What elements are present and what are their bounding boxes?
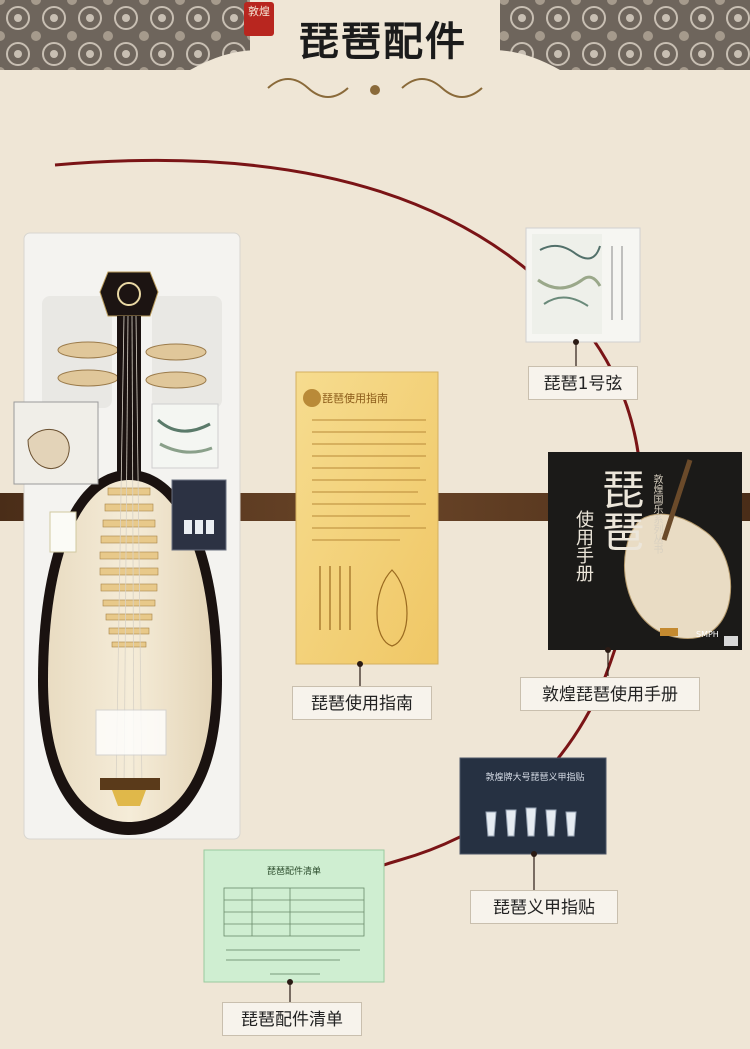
label-nails: 琵琶义甲指贴 — [470, 890, 618, 924]
manual-cover-subtitle: 使用手册 — [573, 510, 594, 582]
nail-card-heading: 敦煌牌大号琵琶义甲指贴 — [485, 773, 585, 783]
manual-series-text: 敦煌国乐系列丛书 — [651, 474, 662, 554]
list-sheet-heading: 琵琶配件清单 — [266, 867, 321, 877]
label-guide: 琵琶使用指南 — [292, 686, 432, 720]
label-manual: 敦煌琵琶使用手册 — [520, 677, 700, 711]
page-title: 琵琶配件 — [299, 18, 467, 65]
guide-sheet-heading: 琵琶使用指南 — [322, 392, 388, 405]
manual-publisher: SMPH — [696, 630, 719, 639]
brand-seal: 敦煌 — [244, 2, 274, 36]
manual-cover-title: 琵琶 — [596, 468, 645, 552]
label-string: 琵琶1号弦 — [528, 366, 638, 400]
label-list: 琵琶配件清单 — [222, 1002, 362, 1036]
